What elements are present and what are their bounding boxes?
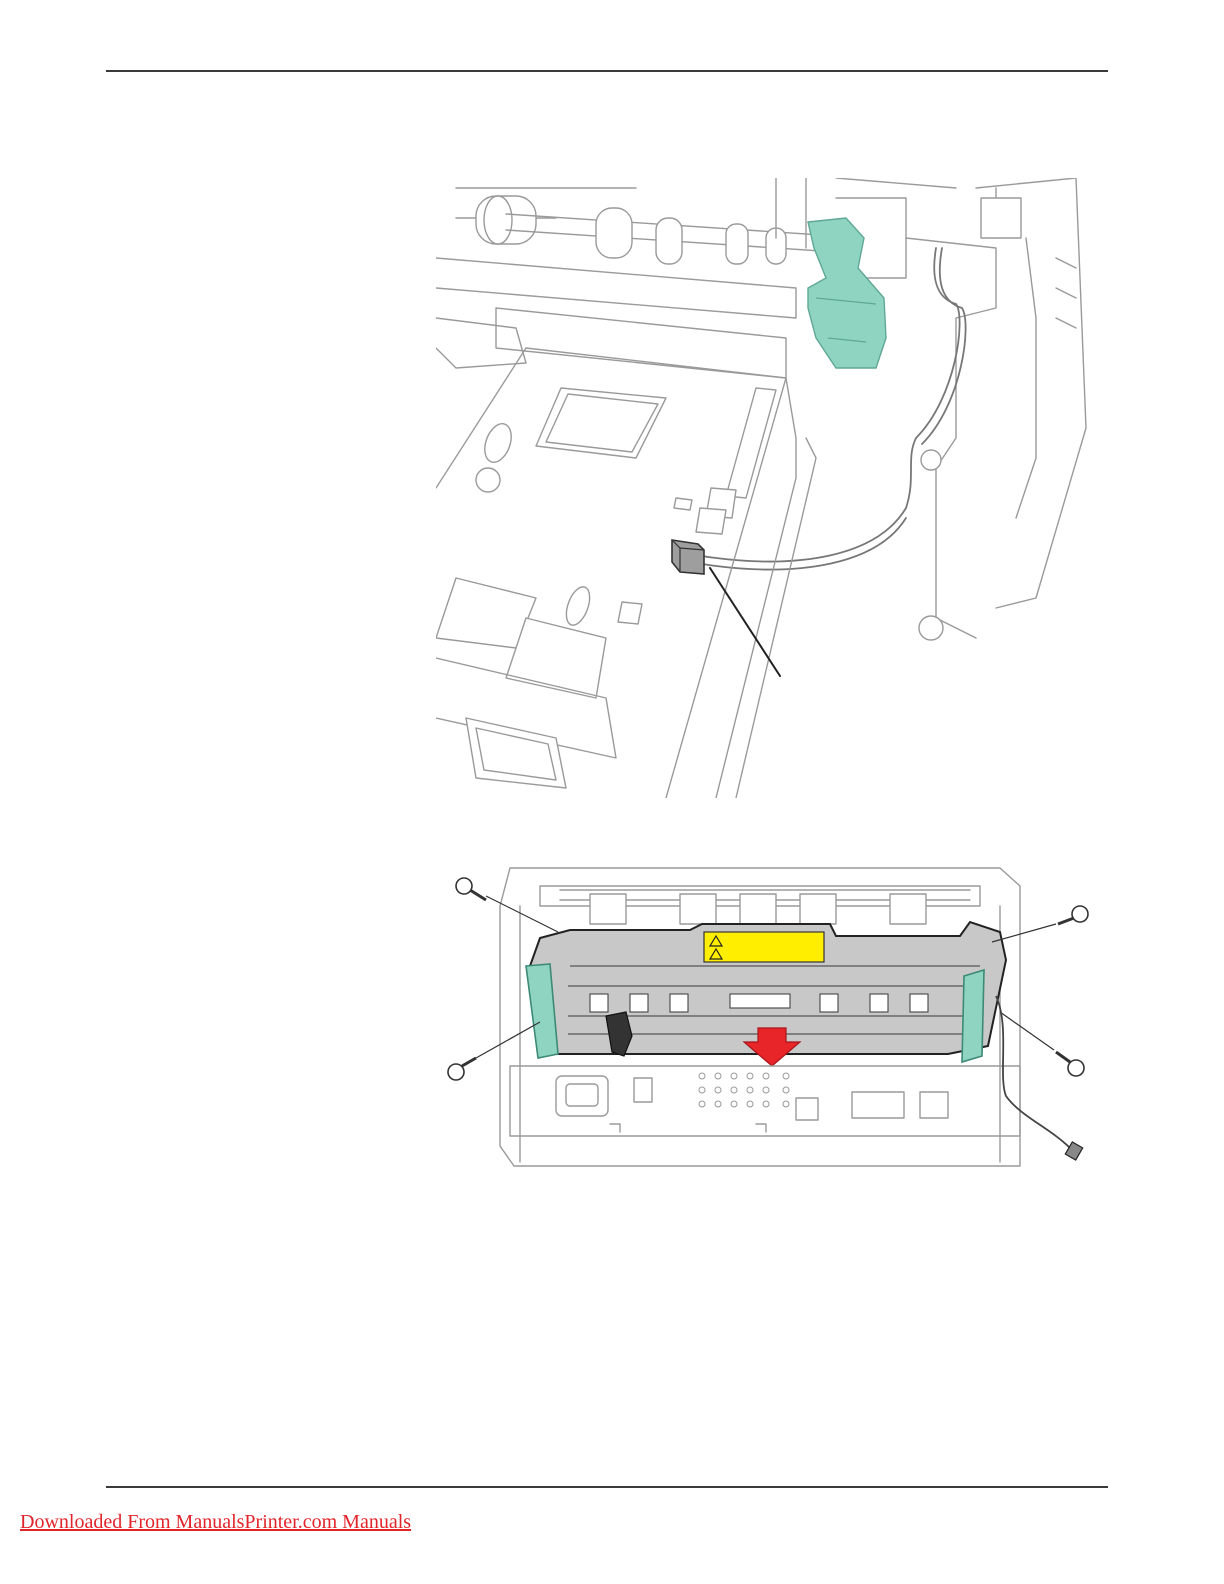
screw-top-right-icon	[992, 906, 1088, 942]
footer-source-link[interactable]: Downloaded From ManualsPrinter.com Manua…	[20, 1511, 411, 1534]
footer-rule	[106, 1486, 1108, 1488]
connector-detail-illustration	[436, 178, 1092, 798]
screw-bottom-left-icon	[448, 1022, 540, 1080]
green-release-lever	[808, 218, 886, 368]
right-fuser-handle	[962, 970, 984, 1062]
fuser-removal-illustration	[440, 866, 1104, 1170]
header-rule	[106, 70, 1108, 72]
warning-label	[704, 932, 824, 962]
